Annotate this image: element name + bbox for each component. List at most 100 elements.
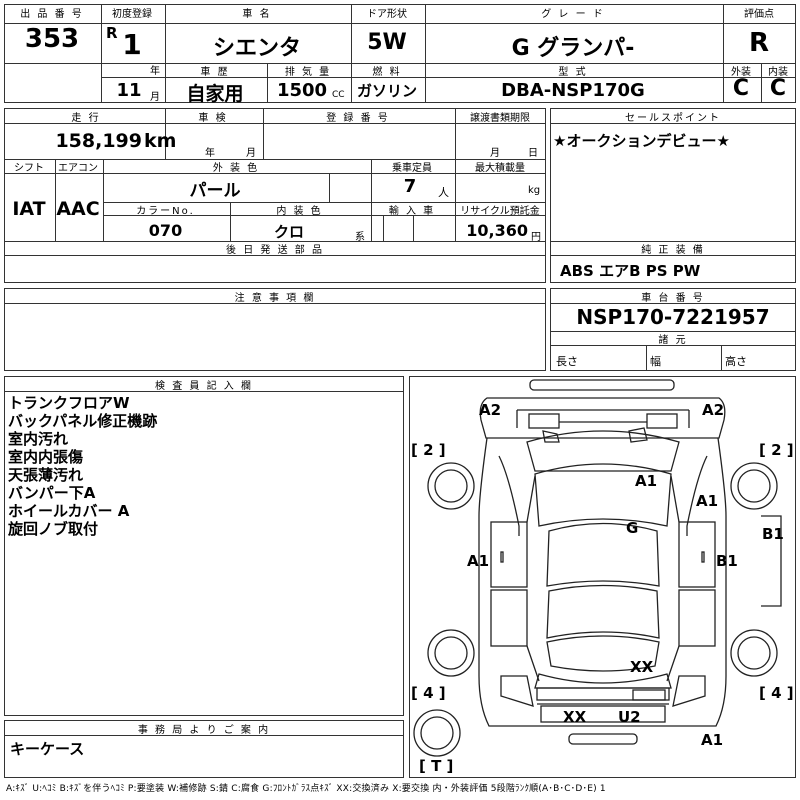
exterior-score: C xyxy=(732,76,750,101)
car-diagram-frame xyxy=(409,376,796,778)
inspector-note: 室内汚れ xyxy=(8,430,69,448)
max-load-label: 最大積載量 xyxy=(475,163,525,174)
chassis-number-label: 車 台 番 号 xyxy=(641,293,705,304)
model-code: DBA-NSP170G xyxy=(501,80,645,101)
width-label: 幅 xyxy=(650,355,661,368)
r-mark: R xyxy=(106,24,118,42)
height-label: 高さ xyxy=(725,355,747,368)
office-notes-label: 事 務 局 よ り ご 案 内 xyxy=(137,725,271,736)
sales-point-label: セールスポイント xyxy=(625,113,721,124)
mark-rear-center: U2 xyxy=(618,708,641,726)
color-number: 070 xyxy=(148,221,183,240)
tire-front-right-shape xyxy=(730,462,778,510)
right-rear-door-shape xyxy=(678,589,716,647)
transfer-deadline-label: 譲渡書類期限 xyxy=(470,113,530,124)
rear-window-shape xyxy=(546,635,660,672)
interior-color-label: 内 装 色 xyxy=(276,206,323,217)
persons-unit: 人 xyxy=(438,186,449,199)
mark-roof-rear: XX xyxy=(630,658,654,676)
capacity: 7 xyxy=(403,176,417,197)
rear-bumper-shape xyxy=(540,705,666,723)
inspection-month-unit: 月 xyxy=(246,148,256,159)
mark-spare-tire: [ T ] xyxy=(419,757,453,775)
mark-left-door: A1 xyxy=(467,552,489,570)
km-unit: km xyxy=(144,130,177,152)
inspector-note: 旋回ノブ取付 xyxy=(8,520,99,538)
dimensions-label: 諸 元 xyxy=(658,335,688,346)
displacement-label: 排 気 量 xyxy=(284,67,332,78)
fuel-label: 燃 料 xyxy=(372,67,402,78)
fuel: ガソリン xyxy=(356,82,417,100)
import-label: 輸 入 車 xyxy=(388,206,436,217)
history: 自家用 xyxy=(186,83,244,105)
tailgate-shape xyxy=(534,673,672,689)
mileage: 158,199 xyxy=(55,130,142,152)
inspector-notes-list: トランクフロアW バックパネル修正機跡 室内汚れ 室内内張傷 天張薄汚れ バンパ… xyxy=(8,394,157,538)
later-parts-label: 後 日 発 送 部 品 xyxy=(226,245,324,256)
genuine-equipment-label: 純 正 装 備 xyxy=(641,245,705,256)
aircon-label: エアコン xyxy=(58,163,98,174)
grade-label: グ レ ー ド xyxy=(541,9,605,20)
tire-rear-right-shape xyxy=(730,629,778,677)
hood-shape xyxy=(526,430,680,472)
deadline-month-unit: 月 xyxy=(490,148,500,159)
model-code-label: 型 式 xyxy=(558,67,588,78)
capacity-label: 乗車定員 xyxy=(392,163,432,174)
sales-point: ★オークションデビュー★ xyxy=(553,132,730,150)
series-unit: 系 xyxy=(355,232,365,243)
spare-tire-shape xyxy=(413,709,461,757)
office-notes: キーケース xyxy=(10,740,85,758)
tire-rear-left-shape xyxy=(427,629,475,677)
mark-rear-left: XX xyxy=(563,708,587,726)
mark-hood: A1 xyxy=(635,472,657,490)
grade: G グランパ- xyxy=(511,36,635,61)
mark-front-right: A2 xyxy=(702,401,724,419)
exterior-score-label: 外装 xyxy=(731,67,751,78)
recycle-deposit: 10,360 xyxy=(466,221,528,240)
windshield-shape xyxy=(534,463,672,527)
mark-tire-front-left: [ 2 ] xyxy=(411,441,446,459)
office-notes-block xyxy=(4,720,404,778)
registration-number-label: 登 録 番 号 xyxy=(326,113,390,124)
score-label: 評価点 xyxy=(744,9,774,20)
inspection-year-unit: 年 xyxy=(205,148,215,159)
lot-number-label: 出 品 番 号 xyxy=(20,9,84,20)
first-registration-year: 1 xyxy=(122,28,142,61)
lot-number: 353 xyxy=(24,24,80,54)
inspector-note: 天張薄汚れ xyxy=(8,466,84,484)
header-block xyxy=(4,4,796,103)
history-label: 車 歴 xyxy=(200,67,230,78)
chassis-block xyxy=(550,288,796,371)
inspector-note: トランクフロアW xyxy=(8,394,130,412)
inspection-label: 車 検 xyxy=(198,113,228,124)
cc-unit: CC xyxy=(332,90,345,100)
displacement: 1500 xyxy=(276,80,328,101)
genuine-equipment: ABS エアB PS PW xyxy=(560,262,701,280)
overall-score: R xyxy=(748,28,770,58)
door-type: 5W xyxy=(367,30,407,55)
door-type-label: ドア形状 xyxy=(367,9,407,20)
shift-label: シフト xyxy=(14,163,44,174)
left-rear-door-shape xyxy=(490,589,528,647)
tire-front-left-shape xyxy=(427,462,475,510)
aircon: AAC xyxy=(56,198,100,220)
damage-code-legend: A:ｷｽﾞ U:ﾍｺﾐ B:ｷｽﾞを伴うﾍｺﾐ P:要塗装 W:補修跡 S:錆 … xyxy=(6,784,606,794)
color-number-label: カラーNo. xyxy=(136,206,195,217)
mark-right-door: B1 xyxy=(716,552,738,570)
car-damage-diagram: A2 A2 [ 2 ] [ 2 ] A1 A1 G B1 A1 B1 XX [ … xyxy=(411,379,794,775)
sales-point-block xyxy=(550,108,796,283)
mark-right-pillar: B1 xyxy=(762,525,784,543)
mark-right-fender: A1 xyxy=(696,492,718,510)
car-name: シエンタ xyxy=(212,36,301,61)
length-label: 長さ xyxy=(556,355,578,368)
first-registration-label: 初度登録 xyxy=(112,9,152,20)
shift: IAT xyxy=(12,198,46,220)
mark-windshield: G xyxy=(626,519,638,537)
notes-block xyxy=(4,288,546,371)
mark-tire-front-right: [ 2 ] xyxy=(759,441,794,459)
interior-score: C xyxy=(769,76,787,101)
inspector-note: バンパー下A xyxy=(8,484,96,502)
mileage-label: 走 行 xyxy=(71,113,101,124)
front-outline-shape xyxy=(479,397,726,439)
exterior-color-label: 外 装 色 xyxy=(212,163,260,174)
